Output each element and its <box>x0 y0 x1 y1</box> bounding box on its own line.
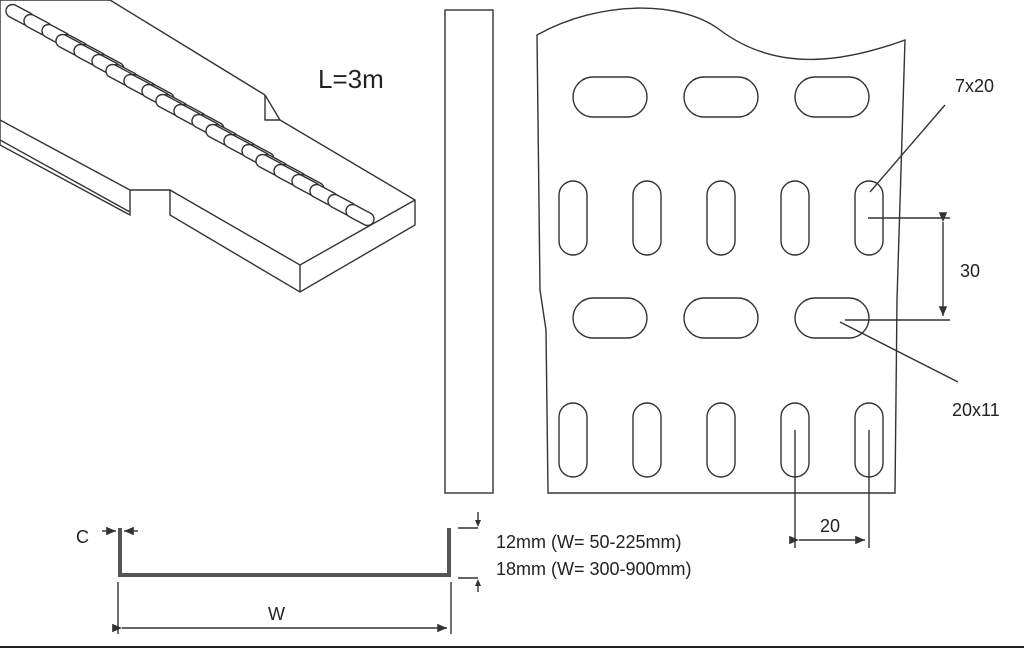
tray-slots <box>5 3 375 227</box>
pitch-horizontal-label: 20 <box>820 516 840 536</box>
cross-section: C W 12mm (W= 50-225mm) 18mm (W= 300-900m… <box>76 512 692 634</box>
slot-pattern-detail: 7x20 30 20x11 20 <box>536 7 1000 548</box>
slot-vertical-label: 7x20 <box>955 76 994 96</box>
slot <box>794 297 870 339</box>
height-small-label: 12mm (W= 50-225mm) <box>496 532 682 552</box>
slot <box>683 76 759 118</box>
slot <box>572 76 648 118</box>
slot <box>794 76 870 118</box>
length-label: L=3m <box>318 64 384 94</box>
slot <box>572 297 648 339</box>
slot <box>632 402 662 478</box>
width-label: W <box>268 604 285 624</box>
tray-isometric-view: L=3m <box>0 0 416 293</box>
slot <box>780 180 810 256</box>
slot <box>706 402 736 478</box>
height-large-label: 18mm (W= 300-900mm) <box>496 559 692 579</box>
slot <box>345 203 375 227</box>
slot <box>683 297 759 339</box>
slot <box>632 180 662 256</box>
side-wall-elevation <box>444 9 494 494</box>
slot <box>706 180 736 256</box>
pitch-vertical-label: 30 <box>960 261 980 281</box>
thickness-label: C <box>76 527 89 547</box>
slot <box>558 180 588 256</box>
slot <box>558 402 588 478</box>
slot-horizontal-label: 20x11 <box>952 400 1000 420</box>
